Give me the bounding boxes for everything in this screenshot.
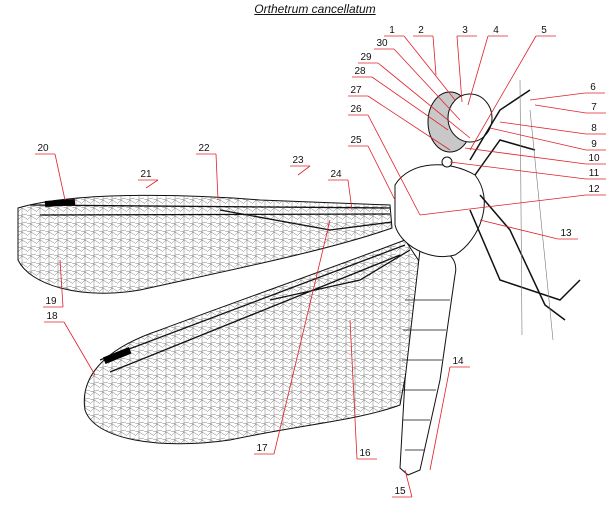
leader-line <box>54 153 66 201</box>
part-label-23: 23 <box>292 155 304 166</box>
part-label-30: 30 <box>376 38 388 49</box>
part-label-14: 14 <box>452 356 464 367</box>
leader-line <box>349 319 358 460</box>
leader-line <box>432 35 437 76</box>
leader-line <box>403 35 456 101</box>
leader-line <box>273 219 331 455</box>
part-label-25: 25 <box>350 135 362 146</box>
part-label-15: 15 <box>394 486 406 497</box>
part-label-21: 21 <box>140 169 152 180</box>
thorax <box>394 164 485 257</box>
leader-line <box>534 104 587 114</box>
part-label-10: 10 <box>588 153 600 164</box>
hind-wing-veins <box>99 244 411 373</box>
part-label-12: 12 <box>588 184 600 195</box>
leader-line <box>347 179 353 211</box>
leader-line <box>469 35 537 151</box>
leader-line <box>449 161 587 180</box>
hind-pterostigma <box>102 346 132 364</box>
part-label-4: 4 <box>493 25 499 36</box>
leader-line <box>367 145 396 201</box>
leader-line <box>59 259 64 308</box>
legs <box>469 89 581 321</box>
part-label-28: 28 <box>354 66 366 77</box>
part-label-22: 22 <box>198 143 210 154</box>
diagram-title: Orthetrum cancellatum <box>254 2 376 16</box>
leader-line <box>464 147 587 165</box>
leader-line <box>297 165 311 176</box>
part-label-17: 17 <box>256 443 268 454</box>
leader-line <box>429 366 451 471</box>
part-label-26: 26 <box>350 104 362 115</box>
leader-line <box>145 179 159 189</box>
part-label-16: 16 <box>359 448 371 459</box>
part-label-20: 20 <box>37 143 49 154</box>
part-label-5: 5 <box>541 25 547 36</box>
part-label-6: 6 <box>590 82 596 93</box>
part-label-13: 13 <box>560 228 572 239</box>
hind-wing <box>83 239 426 445</box>
leader-line <box>419 194 587 216</box>
fore-wing-veins <box>29 204 393 231</box>
leader-line <box>63 321 96 376</box>
fore-pterostigma <box>44 198 76 208</box>
leader-line <box>377 62 471 139</box>
part-label-24: 24 <box>330 169 342 180</box>
head <box>447 93 493 143</box>
leader-line <box>215 153 219 201</box>
part-label-29: 29 <box>360 52 372 63</box>
leader-line <box>367 114 421 216</box>
fore-wing <box>17 194 393 294</box>
leader-line <box>393 48 461 121</box>
leader-line <box>404 469 413 498</box>
leader-line <box>371 76 449 131</box>
part-label-18: 18 <box>46 311 58 322</box>
leader-line <box>467 35 489 106</box>
part-label-11: 11 <box>589 168 600 179</box>
leader-line <box>456 35 463 103</box>
leader-line <box>529 92 586 101</box>
part-label-7: 7 <box>591 102 597 113</box>
leader-line <box>489 127 587 151</box>
part-label-27: 27 <box>350 85 362 96</box>
part-label-19: 19 <box>45 296 57 307</box>
part-label-2: 2 <box>418 25 424 36</box>
part-label-1: 1 <box>389 25 395 36</box>
part-label-8: 8 <box>591 123 597 134</box>
part-label-3: 3 <box>462 25 468 36</box>
part-label-9: 9 <box>591 139 597 150</box>
leader-line <box>499 121 587 135</box>
leader-line <box>367 95 451 151</box>
leader-line <box>479 219 559 240</box>
